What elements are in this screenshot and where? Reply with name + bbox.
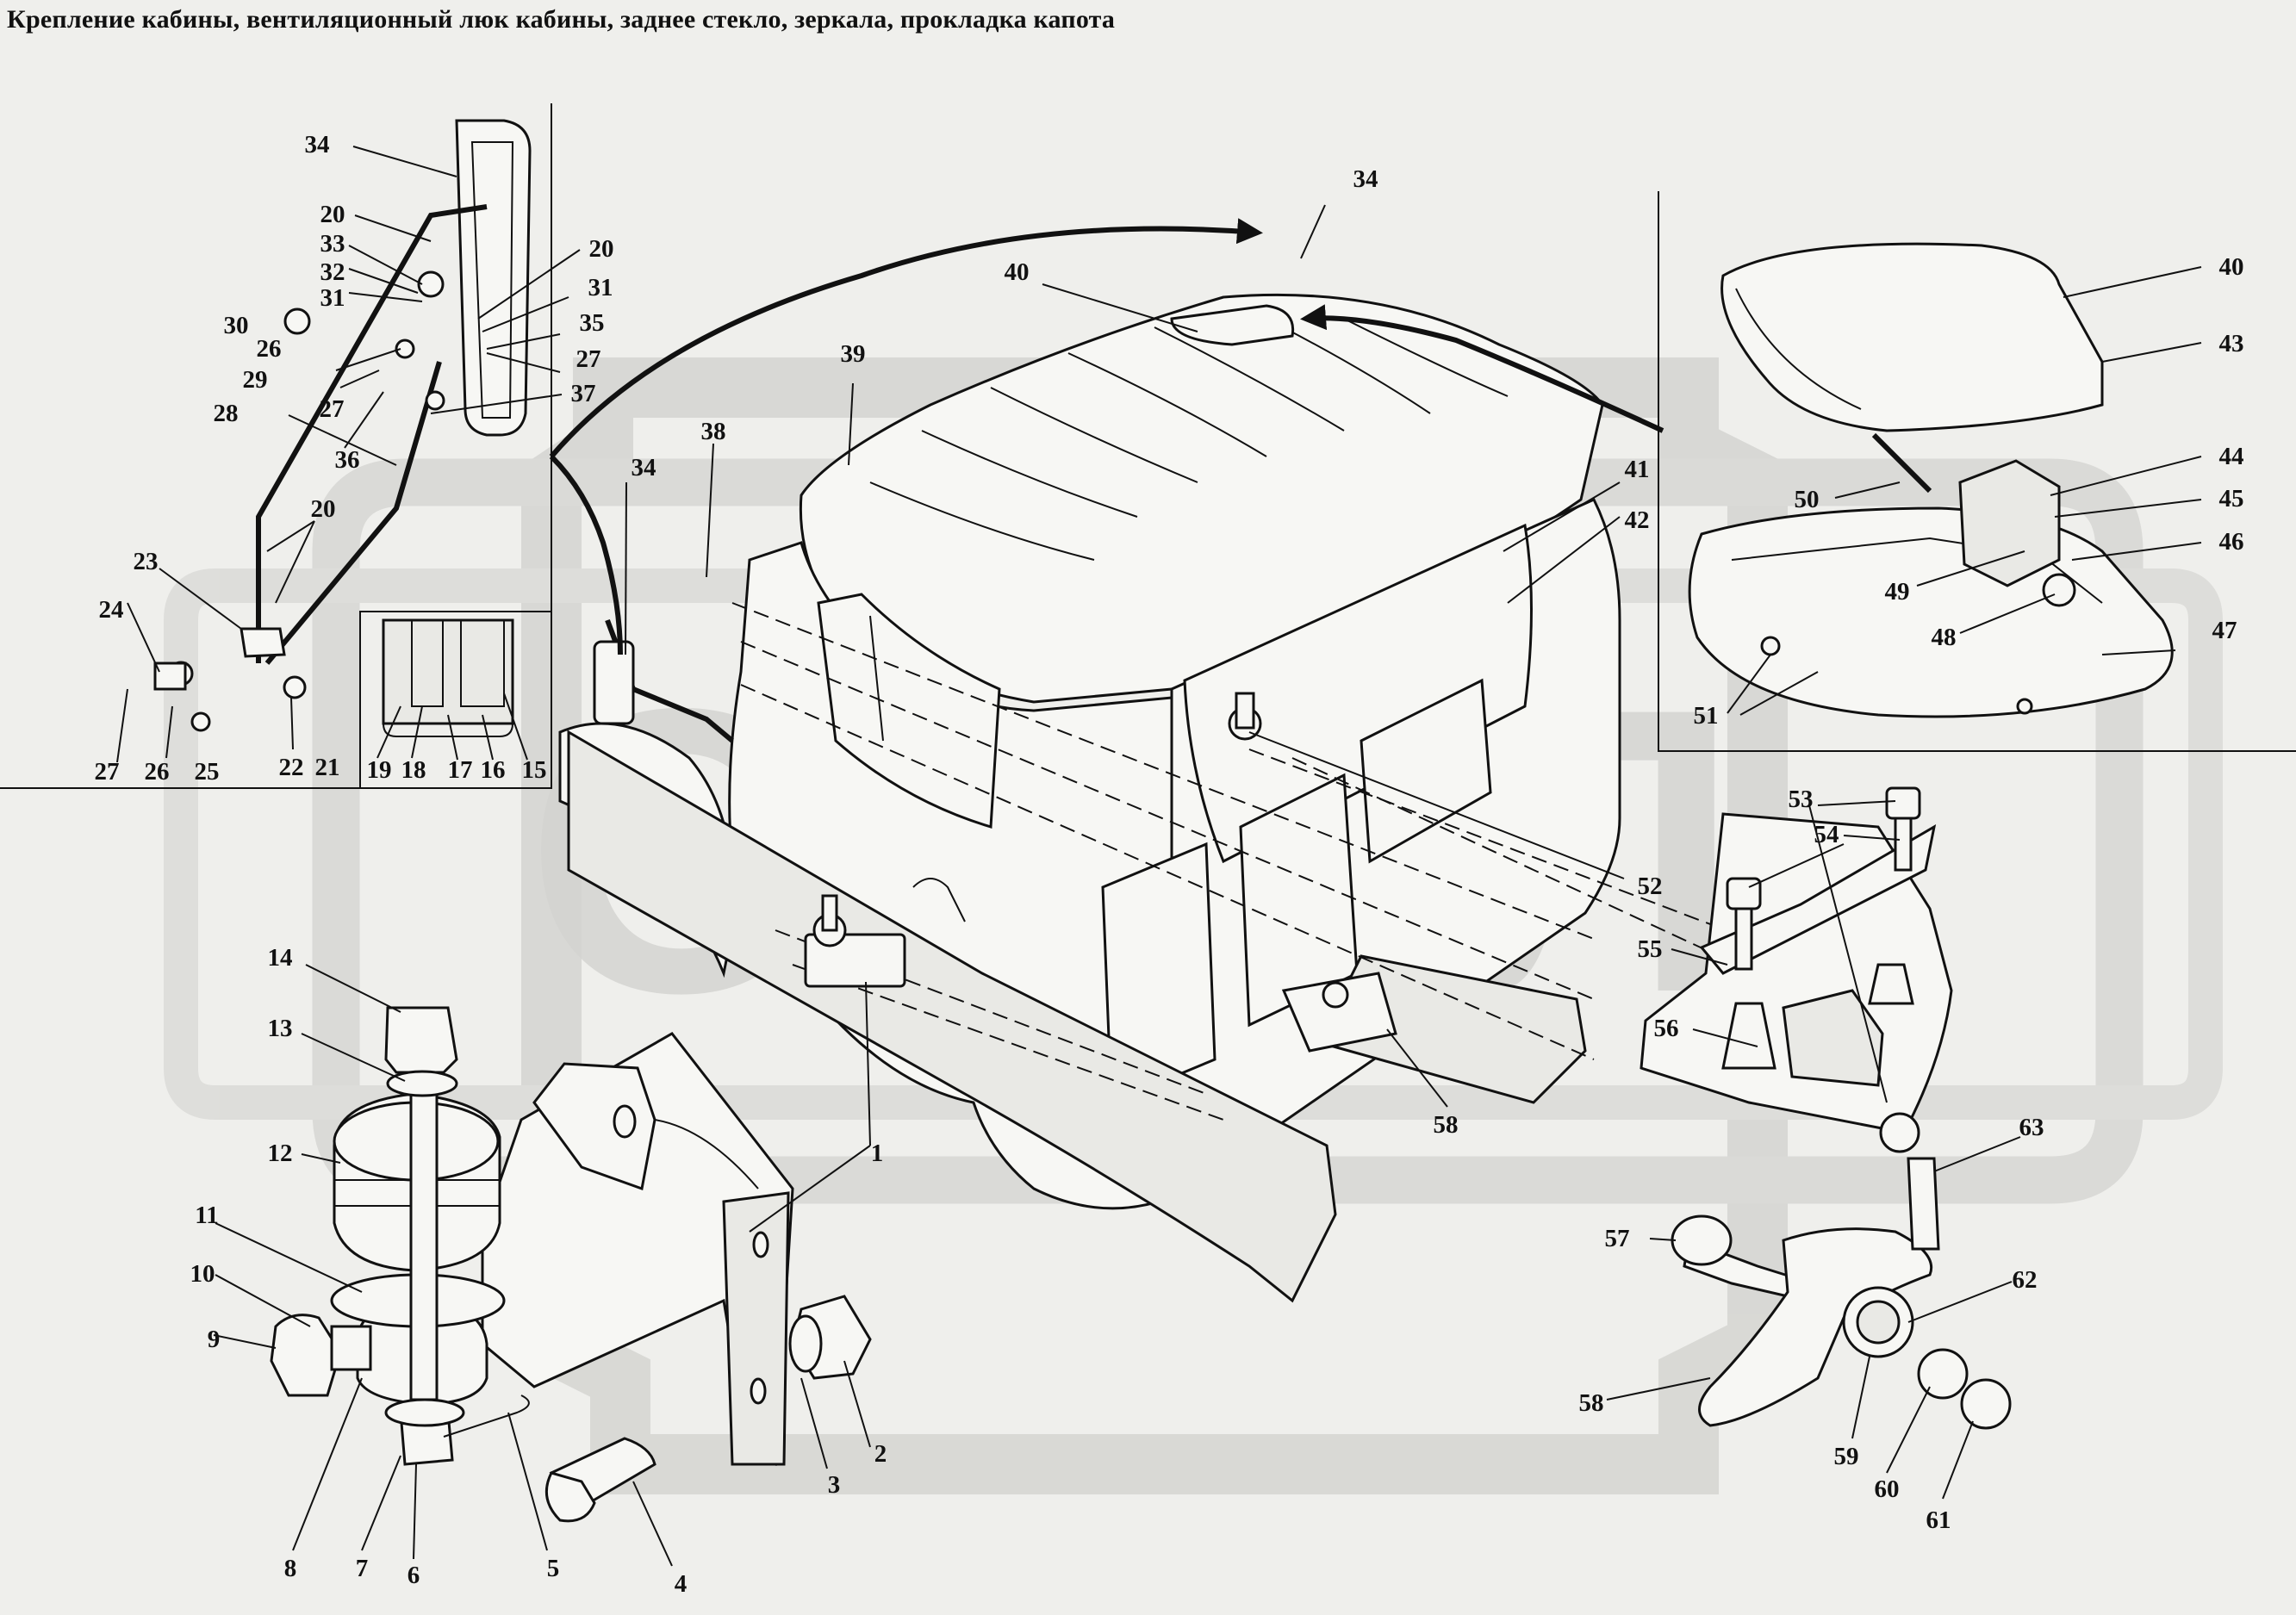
callout-label: 47 [2212,617,2237,644]
callout-label: 37 [571,380,596,407]
callout-label: 18 [401,756,426,784]
callout-label: 21 [315,754,340,781]
callout-label: 19 [367,756,392,784]
callout-label: 63 [2019,1114,2044,1141]
callout-label: 34 [1353,165,1378,193]
callout-label: 54 [1814,821,1839,848]
callout-label: 33 [320,230,345,258]
callout-label: 32 [320,258,345,286]
callout-label: 22 [279,754,304,781]
callout-label: 17 [448,756,473,784]
callout-label: 34 [305,131,330,158]
callout-label: 61 [1926,1506,1951,1534]
callout-label: 39 [841,340,866,368]
callout-label: 56 [1654,1015,1679,1042]
callout-label: 10 [190,1260,215,1288]
callout-label: 62 [2013,1266,2038,1294]
callout-label: 40 [2219,253,2244,281]
leader-lines [116,146,2202,1567]
callout-label: 30 [224,312,249,339]
callout-label: 13 [268,1015,293,1042]
callout-label: 5 [547,1555,560,1582]
callout-label: 38 [701,418,726,445]
diagram-title: Крепление кабины, вентиляционный люк каб… [7,5,1116,34]
callout-label: 34 [632,454,656,481]
callout-label: 46 [2219,528,2244,556]
callout-label: 44 [2219,443,2244,470]
cab-pivot-bracket [1671,1157,2012,1430]
callout-label: 58 [1579,1389,1604,1417]
callout-label: 50 [1795,486,1820,513]
window-seal-section-detail [382,618,514,737]
callout-label: 60 [1875,1475,1900,1503]
callout-label: 59 [1834,1443,1859,1470]
callout-label: 35 [580,309,605,337]
callout-label: 4 [675,1570,688,1598]
callout-label: 42 [1625,506,1650,534]
callout-label: 24 [99,596,124,624]
callout-label: 14 [268,944,293,972]
callout-label: 8 [284,1555,297,1582]
callout-label: 9 [208,1326,221,1353]
callout-label: 25 [195,758,220,786]
inset-frames [0,103,2296,789]
callout-label: 51 [1694,702,1719,730]
callout-label: 43 [2219,330,2244,357]
callout-label: 48 [1932,624,1957,651]
cab-front-mount-small [804,692,1397,1053]
callout-label: 27 [576,345,601,373]
callout-label: 29 [243,366,268,394]
callout-label: 36 [335,446,360,474]
callout-label: 20 [589,235,614,263]
callout-label: 2 [874,1440,887,1468]
cab-front-mount-detail [270,1006,872,1523]
callout-label: 26 [257,335,282,363]
callout-label: 57 [1605,1225,1630,1252]
callout-label: 49 [1885,578,1910,606]
callout-label: 31 [588,274,613,301]
callout-label: 52 [1638,873,1663,900]
callout-label: 53 [1789,786,1814,813]
callout-label: 7 [356,1555,369,1582]
callout-label: 23 [134,548,159,575]
callout-label: 27 [95,758,120,786]
callout-labels: 34 20 33 32 31 30 26 29 27 28 36 20 31 3… [95,131,2244,1598]
callout-label: 16 [481,756,506,784]
callout-label: 20 [320,201,345,228]
callout-label: 12 [268,1140,293,1167]
callout-label: 3 [828,1471,841,1499]
callout-label: 31 [320,284,345,312]
callout-label: 26 [145,758,170,786]
rear-view-mirror-assembly [153,119,532,732]
callout-label: 55 [1638,935,1663,963]
callout-label: 20 [311,495,336,523]
callout-label: 6 [408,1562,420,1589]
callout-label: 40 [1005,258,1030,286]
vent-hatch-assembly [1688,242,2174,718]
callout-label: 41 [1625,456,1650,483]
callout-label: 15 [522,756,547,784]
callout-label: 28 [214,400,239,427]
callout-label: 11 [195,1202,218,1229]
callout-label: 58 [1434,1111,1459,1139]
callout-label: 1 [871,1140,884,1167]
callout-label: 27 [320,395,345,423]
callout-label: 45 [2219,485,2244,512]
